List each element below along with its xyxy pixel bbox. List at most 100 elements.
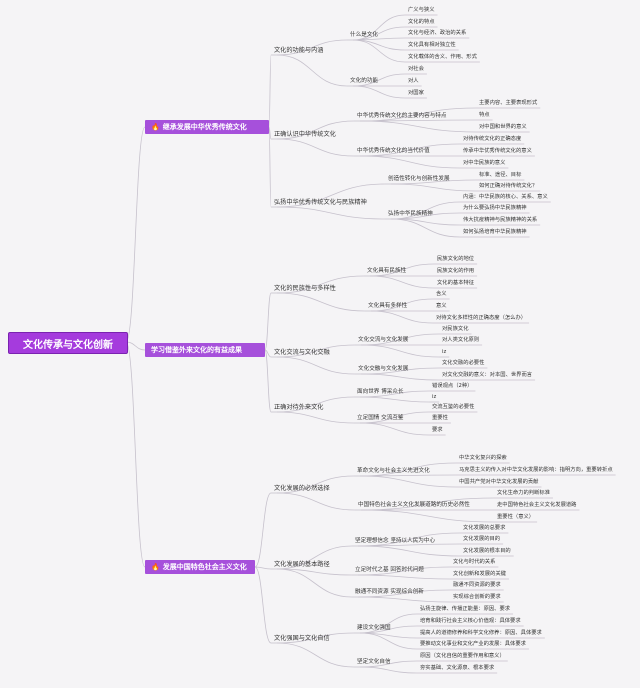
leaf-item[interactable]: 中华文化复兴的探索 bbox=[459, 455, 507, 461]
leaf-item[interactable]: 弘扬主旋律、传播正能量：原因、要求 bbox=[420, 606, 511, 612]
leaf-item[interactable]: 对人 bbox=[408, 78, 419, 84]
leaf-item[interactable]: 对国家 bbox=[408, 90, 424, 96]
leaf-item[interactable]: 文化发展的目的 bbox=[463, 536, 501, 542]
topic[interactable]: 立足国情 交流互鉴 bbox=[357, 415, 404, 421]
topic[interactable]: 坚定文化自信 bbox=[357, 659, 391, 665]
connector-topic-leaf bbox=[370, 310, 434, 324]
topic[interactable]: 面向世界 博采众长 bbox=[357, 389, 404, 395]
leaf-item[interactable]: 文化与时代的关系 bbox=[453, 559, 496, 565]
leaf-item[interactable]: 文化创新和发展的关键 bbox=[453, 571, 506, 577]
topic[interactable]: 立足时代之基 回答时代问题 bbox=[355, 567, 424, 573]
leaf-item[interactable]: 主要内容、主要表现形式 bbox=[479, 100, 538, 106]
leaf-item[interactable]: 民族文化的地位 bbox=[437, 256, 475, 262]
subtopic[interactable]: 文化发展的基本路径 bbox=[274, 561, 330, 568]
leaf-item[interactable]: 如何弘扬培育中华民族精神 bbox=[463, 229, 527, 235]
subtopic[interactable]: 文化的功能与内涵 bbox=[274, 47, 324, 54]
leaf-item[interactable]: 培育和践行社会主义核心价值观：具体要求 bbox=[420, 618, 521, 624]
topic[interactable]: 文化交流与文化发展 bbox=[358, 337, 409, 343]
topic[interactable]: 中华优秀传统文化的主要内容与特点 bbox=[357, 113, 447, 119]
leaf-item[interactable]: 对社会 bbox=[408, 66, 424, 72]
leaf-item[interactable]: 原因（文化自信的重要作用和意义） bbox=[420, 653, 505, 659]
subtopic[interactable]: 正确对待外来文化 bbox=[274, 404, 324, 411]
leaf-item[interactable]: 交流互鉴的必要性 bbox=[432, 404, 475, 410]
connector-subtopic-topic bbox=[276, 642, 355, 668]
leaf-item[interactable]: 对民族文化 bbox=[442, 326, 469, 332]
leaf-item[interactable]: 中国共产党对中华文化发展的贡献 bbox=[459, 479, 539, 485]
topic[interactable]: 文化交融与文化发展 bbox=[358, 366, 409, 372]
leaf-item[interactable]: 文化与经济、政治的关系 bbox=[408, 30, 467, 36]
connector-topic-leaf bbox=[359, 475, 457, 488]
connector-subtopic-topic bbox=[276, 292, 366, 312]
leaf-item[interactable]: 重要性（意义） bbox=[497, 514, 535, 520]
connector-topic-leaf bbox=[390, 183, 477, 192]
connector-root-branch bbox=[125, 341, 146, 568]
leaf-item[interactable]: 伟大抗疫精神与民族精神的关系 bbox=[463, 217, 538, 223]
leaf-item[interactable]: 对人类文化原则 bbox=[442, 337, 480, 343]
topic[interactable]: 坚定理想信念 坚持以人民为中心 bbox=[355, 538, 436, 544]
topic[interactable]: 中华优秀传统文化的当代价值 bbox=[357, 148, 430, 154]
subtopic[interactable]: 文化交流与文化交融 bbox=[274, 349, 330, 356]
subtopic[interactable]: 文化的民族性与多样性 bbox=[274, 285, 336, 292]
leaf-item[interactable]: 夯实基础、文化源泉、根本要求 bbox=[420, 665, 495, 671]
connector-branch-subtopic bbox=[264, 349, 272, 413]
leaf-item[interactable]: 错误观点（2种） bbox=[432, 383, 473, 389]
topic[interactable]: 文化具有多样性 bbox=[368, 303, 408, 309]
topic[interactable]: 弘扬中华民族精神 bbox=[388, 211, 433, 217]
leaf-item[interactable]: 文化生命力的判断标准 bbox=[497, 490, 550, 496]
leaf-item[interactable]: 重要性 bbox=[432, 415, 448, 421]
leaf-item[interactable]: 为什么要弘扬中华民族精神 bbox=[463, 205, 527, 211]
leaf-item[interactable]: 文化发展的总要求 bbox=[463, 525, 506, 531]
leaf-item[interactable]: 融通不同资源的要求 bbox=[453, 582, 501, 588]
topic[interactable]: 建设文化强国 bbox=[357, 625, 391, 631]
leaf-item[interactable]: 内涵：中华民族的核心、关系、意义 bbox=[463, 194, 548, 200]
leaf-item[interactable]: iz bbox=[442, 349, 447, 355]
leaf-item[interactable]: 要推动文化事业和文化产业的发展：具体要求 bbox=[420, 641, 526, 647]
leaf-item[interactable]: 马克思主义的传入对中华文化发展的影响：指明方向，重要转折点 bbox=[459, 467, 613, 473]
leaf-item[interactable]: iz bbox=[432, 394, 437, 400]
leaf-item[interactable]: 提高人的道德修养和科学文化修养：原因、具体要求 bbox=[420, 630, 542, 636]
leaf-item[interactable]: 标准、途径、目标 bbox=[479, 172, 522, 178]
leaf-item[interactable]: 文化载体的含义、作用、形式 bbox=[408, 54, 477, 60]
branch-topic[interactable]: 🔥发展中国特色社会主义文化 bbox=[145, 560, 255, 574]
leaf-item[interactable]: 对待文化多样性的正确态度（怎么办） bbox=[436, 315, 527, 321]
leaf-item[interactable]: 文化发展的根本目的 bbox=[463, 548, 511, 554]
branch-topic[interactable]: 学习借鉴外来文化的有益成果 bbox=[145, 343, 265, 357]
connector-subtopic-topic bbox=[276, 206, 386, 220]
leaf-item[interactable]: 实现综合创新的要求 bbox=[453, 594, 501, 600]
leaf-item[interactable]: 意义 bbox=[436, 303, 447, 309]
topic[interactable]: 什么是文化 bbox=[350, 32, 378, 38]
connector-topic-leaf bbox=[360, 373, 440, 381]
leaf-item[interactable]: 文化交融的必要性 bbox=[442, 360, 485, 366]
topic[interactable]: 创造性转化与创新性发展 bbox=[388, 176, 450, 182]
leaf-item[interactable]: 对中华民族的意义 bbox=[463, 160, 506, 166]
topic[interactable]: 中国特色社会主义文化发展道路的历史必然性 bbox=[358, 502, 470, 508]
leaf-item[interactable]: 文化的基本特征 bbox=[437, 280, 475, 286]
topic[interactable]: 文化具有民族性 bbox=[367, 268, 407, 274]
leaf-item[interactable]: 对中国和世界的意义 bbox=[479, 124, 527, 130]
subtopic[interactable]: 文化发展的必然选择 bbox=[274, 485, 330, 492]
leaf-item[interactable]: 特点 bbox=[479, 112, 490, 118]
leaf-item[interactable]: 传承中华优秀传统文化的意义 bbox=[463, 148, 532, 154]
connector-subtopic-topic bbox=[276, 120, 355, 140]
connector-subtopic-topic bbox=[276, 54, 348, 87]
leaf-item[interactable]: 如何正确对待传统文化？ bbox=[479, 183, 538, 189]
topic[interactable]: 文化的功能 bbox=[350, 78, 378, 84]
leaf-item[interactable]: 含义 bbox=[436, 291, 447, 297]
leaf-item[interactable]: 走中国特色社会主义文化发展道路 bbox=[497, 502, 577, 508]
leaf-item[interactable]: 要求 bbox=[432, 427, 443, 433]
leaf-item[interactable]: 民族文化的作用 bbox=[437, 268, 475, 274]
subtopic[interactable]: 文化强国与文化自信 bbox=[274, 635, 330, 642]
leaf-item[interactable]: 文化具有相对独立性 bbox=[408, 42, 456, 48]
leaf-item[interactable]: 广义与狭义 bbox=[408, 7, 435, 13]
subtopic[interactable]: 弘扬中华优秀传统文化与民族精神 bbox=[274, 199, 367, 206]
root-topic[interactable]: 文化传承与文化创新 bbox=[8, 332, 128, 354]
branch-topic[interactable]: 🔥继承发展中华优秀传统文化 bbox=[145, 120, 269, 134]
connector-topic-leaf bbox=[357, 596, 451, 603]
leaf-item[interactable]: 对待传统文化的正确态度 bbox=[463, 136, 522, 142]
leaf-item[interactable]: 文化的特点 bbox=[408, 19, 435, 25]
leaf-item[interactable]: 对文化交融的意义：对本国、世界而言 bbox=[442, 372, 533, 378]
connector-subtopic-topic bbox=[276, 138, 355, 157]
topic[interactable]: 融通不同资源 实现综合创新 bbox=[355, 589, 424, 595]
subtopic[interactable]: 正确认识中华传统文化 bbox=[274, 131, 336, 138]
topic[interactable]: 革命文化与社会主义先进文化 bbox=[357, 468, 430, 474]
